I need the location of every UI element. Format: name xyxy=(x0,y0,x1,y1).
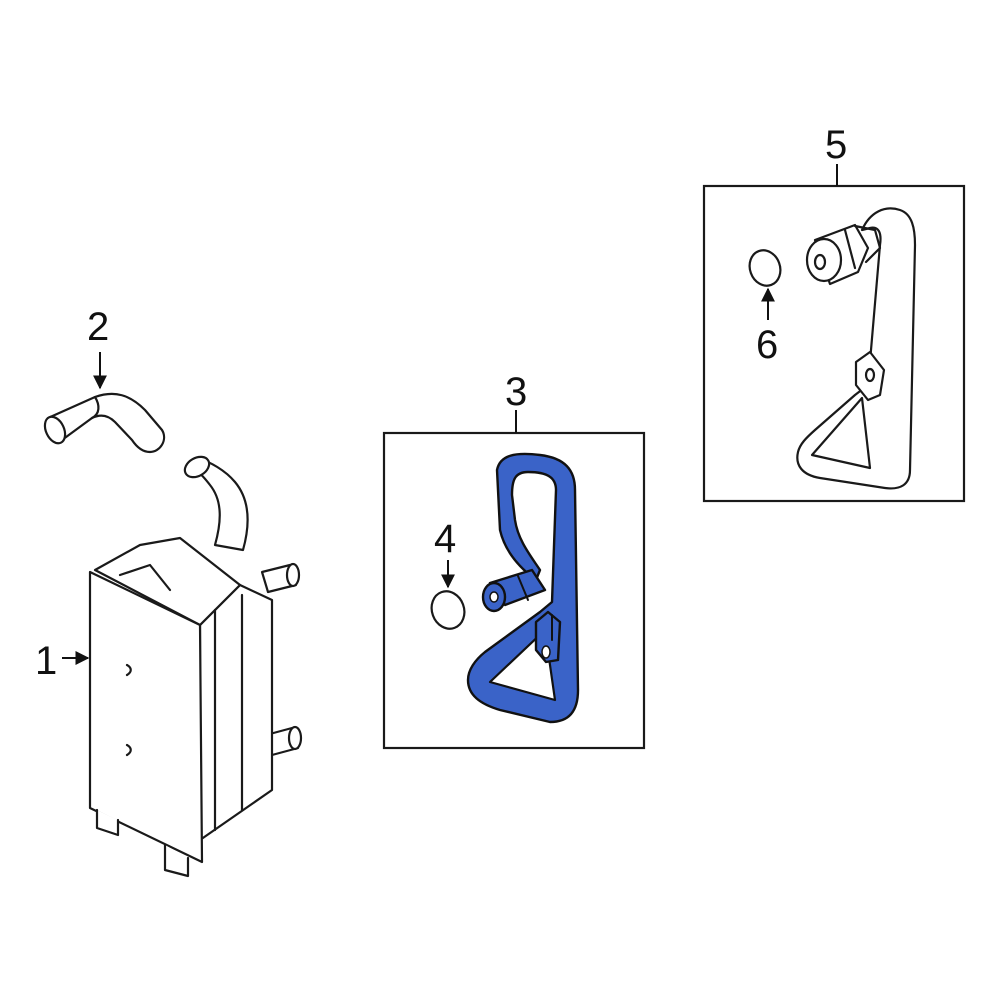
callout-3: 3 xyxy=(505,370,527,414)
callout-6: 6 xyxy=(756,323,778,367)
o-ring-part-6[interactable] xyxy=(745,246,786,290)
part-5-box xyxy=(702,184,966,503)
leader-lines xyxy=(62,164,838,665)
callout-2: 2 xyxy=(87,305,109,349)
cooler-tube-part-5[interactable] xyxy=(796,207,917,490)
cooler-tube-part-3[interactable] xyxy=(466,452,580,724)
callout-5: 5 xyxy=(825,123,847,167)
oil-cooler-part-1[interactable] xyxy=(88,453,303,878)
part-3-box xyxy=(382,431,646,750)
callout-1: 1 xyxy=(35,639,57,683)
o-ring-part-4[interactable] xyxy=(426,587,469,634)
hose-part-2[interactable] xyxy=(41,392,166,454)
callout-4: 4 xyxy=(434,517,456,561)
